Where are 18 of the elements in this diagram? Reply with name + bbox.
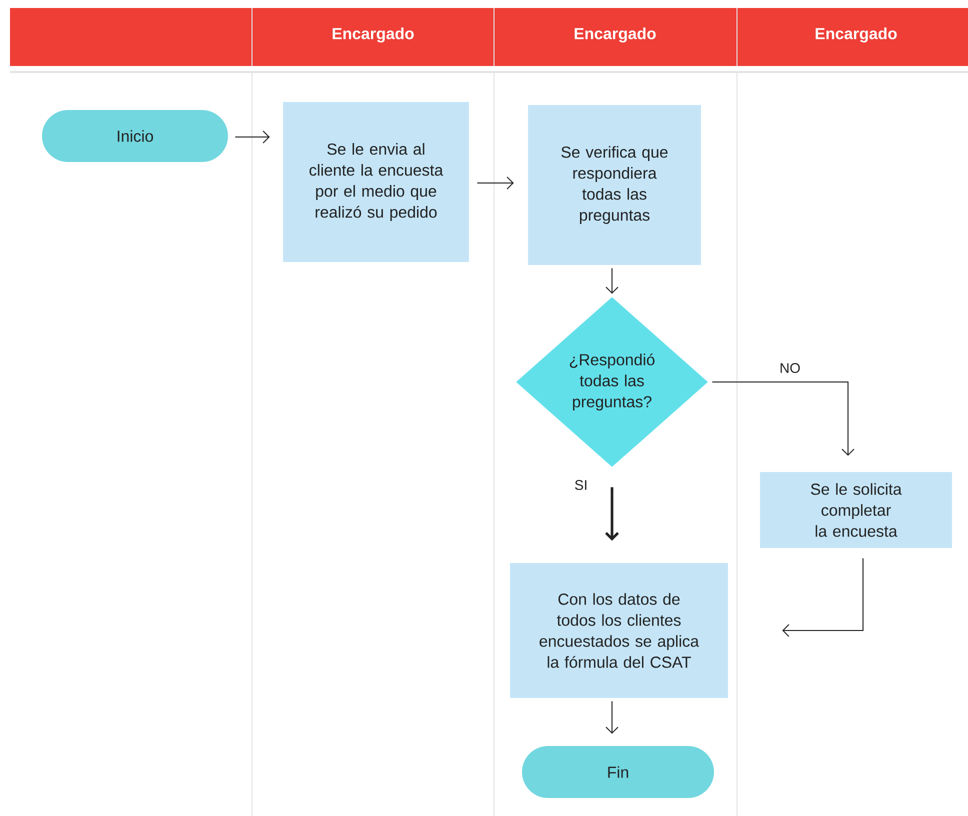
terminal-box: Fin [522, 746, 714, 798]
edge-label: SI [573, 479, 589, 491]
process-box: Se le solicita completar la encuesta [760, 472, 952, 548]
lane-header: Encargado [574, 28, 656, 42]
arrow [712, 382, 855, 456]
edge-label: NO [778, 362, 802, 374]
arrow [476, 176, 514, 190]
terminal-box: Inicio [42, 110, 228, 162]
arrow [782, 558, 864, 637]
lane-header: Encargado [816, 28, 897, 42]
arrow [606, 268, 618, 294]
arrow [606, 700, 618, 734]
arrow [605, 487, 619, 541]
process-box: Se verifica que respondiera todas las preguntas [528, 105, 701, 265]
arrow [234, 130, 270, 144]
lane-header: Encargado [332, 28, 414, 42]
process-box: Se le envia al cliente la encuesta por el medio que realizó su pedido [283, 102, 469, 262]
process-box: Con los datos de todos los clientes encuestados se aplica la fórmula del CSAT [510, 563, 728, 698]
